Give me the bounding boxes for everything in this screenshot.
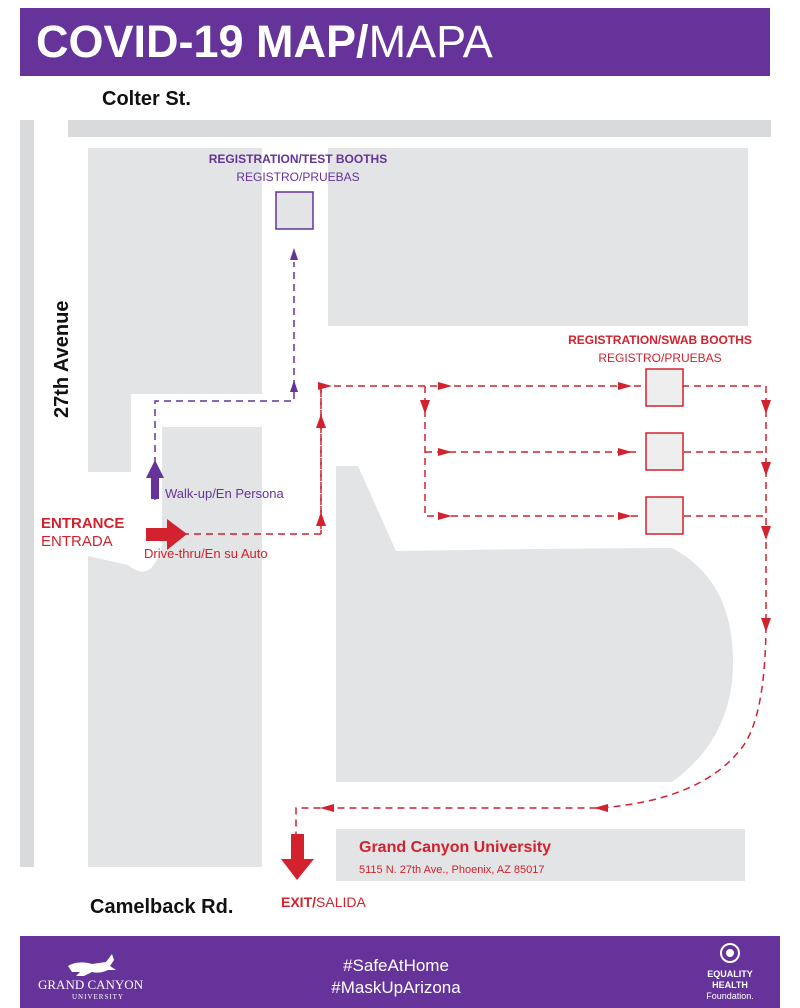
swab-booths-title: REGISTRATION/SWAB BOOTHS — [568, 333, 752, 347]
walkup-arrow-small-1 — [290, 380, 298, 392]
building-north — [328, 148, 748, 326]
test-booth-icon — [275, 191, 314, 230]
equality-health-logo-icon — [720, 943, 740, 963]
gcu-logo-sub: UNIVERSITY — [72, 993, 124, 1001]
map-title: COVID-19 MAP/MAPA — [36, 16, 493, 68]
walkup-arrow-small-2 — [290, 248, 298, 260]
entrance-label: ENTRANCE — [41, 515, 124, 532]
swab-booths-subtitle: REGISTRO/PRUEBAS — [598, 351, 721, 365]
hashtag-mask-up-arizona: #MaskUpArizona — [331, 978, 461, 997]
test-booths-title: REGISTRATION/TEST BOOTHS — [209, 152, 387, 166]
exit-arrow-icon — [281, 859, 314, 880]
27th-avenue-road — [20, 120, 34, 867]
street-camelback: Camelback Rd. — [90, 896, 233, 918]
drivethru-lane-connector — [424, 386, 640, 517]
gcu-logo-text: GRAND CANYON — [38, 977, 144, 992]
entrance-arrow-icon — [167, 519, 187, 550]
map-title-alt: MAPA — [368, 16, 493, 67]
street-27th-avenue: 27th Avenue — [51, 301, 73, 418]
walkup-arrowhead — [146, 460, 164, 478]
drivethru-label: Drive-thru/En su Auto — [144, 546, 268, 561]
swab-booth-icon-2 — [645, 432, 684, 471]
footer-banner: GRAND CANYON UNIVERSITY #SafeAtHome #Mas… — [20, 936, 780, 1008]
walkup-path — [154, 262, 295, 500]
entrance-arrow-shaft — [146, 528, 168, 541]
swab-booth-icon-3 — [645, 496, 684, 535]
site-info-panel — [336, 829, 745, 881]
walkup-label: Walk-up/En Persona — [165, 486, 285, 501]
exit-arrow-shaft — [291, 834, 304, 860]
entrance-label-alt: ENTRADA — [41, 533, 113, 550]
pronghorn-logo-icon — [68, 954, 116, 976]
street-colter: Colter St. — [102, 88, 191, 110]
hashtag-safe-at-home: #SafeAtHome — [343, 956, 449, 975]
walkup-arrow-icon — [151, 477, 159, 499]
test-booths-subtitle: REGISTRO/PRUEBAS — [236, 170, 359, 184]
ehf-logo-line2: HEALTH — [712, 980, 748, 990]
exit-label-alt: SALIDA — [316, 894, 366, 910]
colter-street-road — [68, 120, 771, 137]
footer-graphics: GRAND CANYON UNIVERSITY #SafeAtHome #Mas… — [38, 943, 754, 1001]
drivethru-arrows — [316, 382, 771, 812]
parking-lot-lower-left — [88, 427, 262, 867]
swab-booth-icon-1 — [645, 368, 684, 407]
exit-label-main: EXIT/ — [281, 894, 316, 910]
building-south — [336, 466, 733, 782]
map-title-main: COVID-19 MAP/ — [36, 16, 369, 67]
header-banner: COVID-19 MAP/MAPA — [20, 8, 770, 76]
ehf-logo-line3: Foundation. — [706, 991, 754, 1001]
site-address: 5115 N. 27th Ave., Phoenix, AZ 85017 — [359, 864, 545, 876]
exit-label: EXIT/SALIDA — [281, 894, 366, 910]
parking-lot-upper-left — [88, 148, 262, 472]
ehf-logo-line1: EQUALITY — [707, 969, 753, 979]
site-name: Grand Canyon University — [359, 839, 551, 856]
